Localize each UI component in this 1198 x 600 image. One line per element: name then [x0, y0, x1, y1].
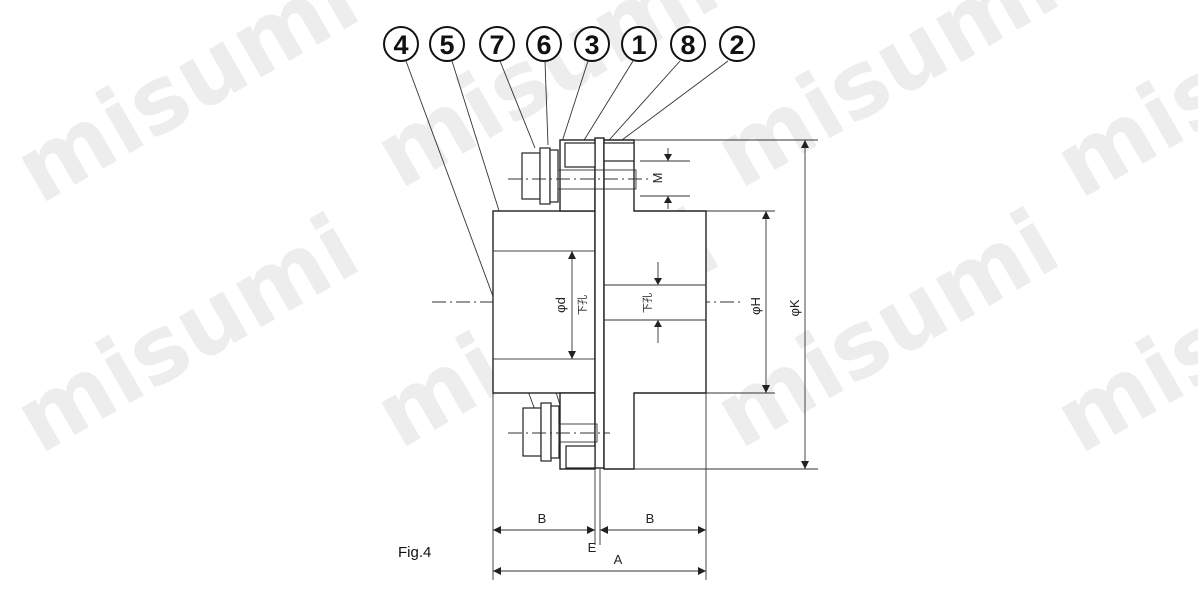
callout-3: 3 — [574, 26, 610, 62]
pilot-bore-label-right: 下孔 — [642, 293, 654, 313]
watermark-text: misumi — [1038, 0, 1198, 219]
callout-label: 4 — [393, 30, 408, 60]
callout-1: 1 — [621, 26, 657, 62]
callout-label: 5 — [439, 30, 454, 60]
dimension-phi-H: φH — [706, 210, 775, 394]
dimension-A: A — [493, 552, 706, 575]
dimension-pilot-bore-right: 下孔 — [642, 262, 662, 343]
disc-element — [594, 137, 605, 469]
dimension-label-phi-H: φH — [748, 297, 763, 315]
dimension-label-B-left: B — [538, 511, 547, 526]
callout-2: 2 — [719, 26, 755, 62]
callout-5: 5 — [429, 26, 465, 62]
bottom-extension-lines — [492, 393, 707, 580]
dimension-phi-d: φd 下孔 — [553, 251, 589, 359]
dimension-label-A: A — [614, 552, 623, 567]
bottom-bolt-assembly — [508, 402, 610, 469]
dimension-label-M: M — [650, 173, 665, 184]
callout-group: 4 5 7 6 3 1 8 2 — [383, 26, 755, 62]
callout-label: 7 — [489, 30, 504, 60]
callout-4: 4 — [383, 26, 419, 62]
callout-7: 7 — [479, 26, 515, 62]
figure-label: Fig.4 — [398, 544, 431, 561]
dimension-label-phi-K: φK — [787, 299, 802, 316]
dimension-label-phi-d: φd — [553, 297, 568, 313]
callout-label: 6 — [536, 30, 551, 60]
watermark-text: misumi — [0, 0, 376, 224]
dimension-label-E: E — [588, 540, 597, 555]
dimension-M: M — [640, 148, 690, 209]
watermark-text: misumi — [1038, 194, 1198, 474]
dimension-B-right: B — [600, 511, 706, 534]
watermark-text: misumi — [0, 194, 376, 474]
watermark-text: misumi — [698, 0, 1076, 209]
callout-6: 6 — [526, 26, 562, 62]
callout-label: 1 — [631, 30, 646, 60]
callout-8: 8 — [670, 26, 706, 62]
dimension-label-B-right: B — [646, 511, 655, 526]
watermark-text: misumi — [698, 189, 1076, 469]
top-bolt-assembly — [508, 142, 650, 205]
pilot-bore-label-left: 下孔 — [577, 295, 589, 315]
callout-label: 8 — [680, 30, 695, 60]
callout-label: 3 — [584, 30, 599, 60]
dimension-B-left: B — [493, 511, 595, 534]
callout-label: 2 — [729, 30, 744, 60]
dimension-phi-K: φK — [634, 139, 818, 470]
